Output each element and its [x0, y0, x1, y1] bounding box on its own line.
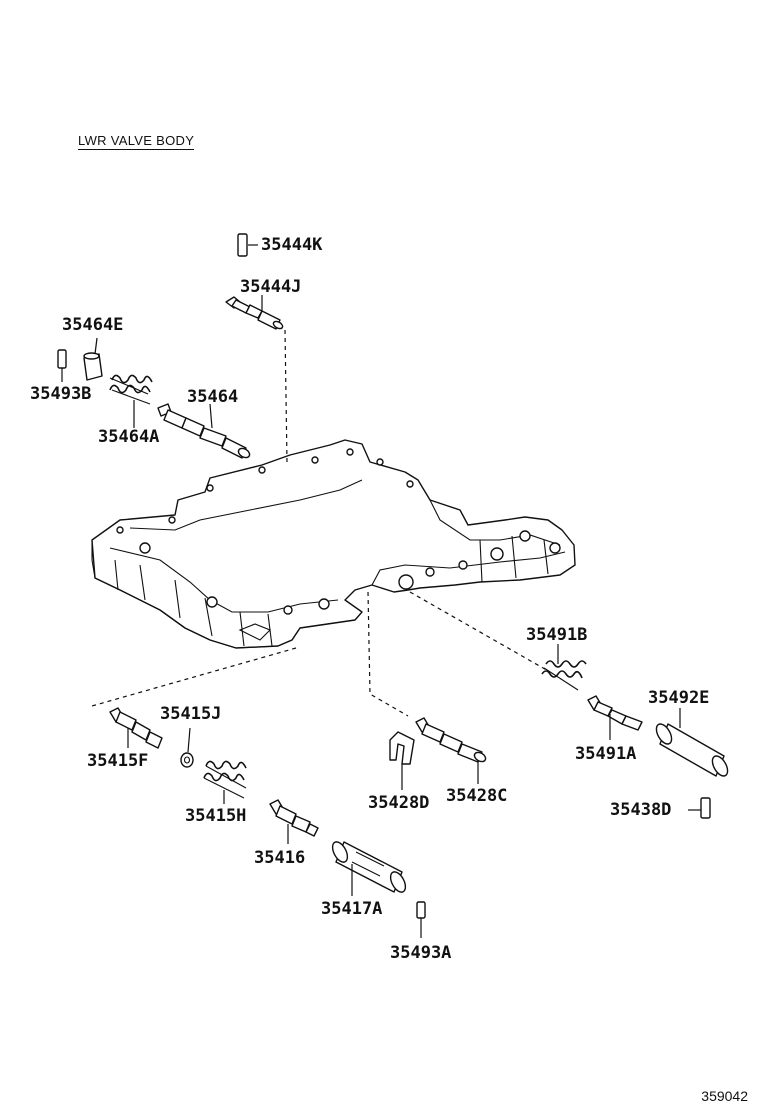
- part-label-35493B[interactable]: 35493B: [30, 384, 92, 404]
- part-35428D-clip: [389, 731, 415, 790]
- part-35464E-plug: [83, 337, 103, 381]
- part-label-35438D[interactable]: 35438D: [610, 800, 672, 820]
- assembly-guide-lines: [91, 329, 551, 717]
- part-label-35491A[interactable]: 35491A: [575, 744, 637, 764]
- part-35444J-valve: [225, 295, 284, 330]
- lower-valve-body-plate: [91, 439, 576, 649]
- part-35416-valve: [269, 799, 319, 844]
- part-35464A-spring: [109, 374, 153, 428]
- part-35417A-sleeve: [331, 841, 407, 896]
- part-label-35464[interactable]: 35464: [187, 387, 239, 407]
- part-35415H-spring: [203, 760, 247, 804]
- part-35444K-pin: [237, 233, 258, 257]
- part-35493A-pin: [416, 901, 426, 938]
- part-35493B-pin: [57, 349, 67, 382]
- part-35491A-valve: [587, 695, 643, 740]
- part-label-35492E[interactable]: 35492E: [648, 688, 710, 708]
- part-label-35415H[interactable]: 35415H: [185, 806, 247, 826]
- part-35415J-ring: [180, 727, 194, 768]
- part-label-35415J[interactable]: 35415J: [160, 704, 222, 724]
- part-label-35493A[interactable]: 35493A: [390, 943, 452, 963]
- part-35438D-pin: [688, 797, 711, 819]
- part-label-35428C[interactable]: 35428C: [446, 786, 508, 806]
- part-label-35417A[interactable]: 35417A: [321, 899, 383, 919]
- part-35428C-valve: [415, 717, 487, 784]
- part-35415F-valve: [109, 707, 163, 749]
- part-label-35444K[interactable]: 35444K: [261, 235, 323, 255]
- part-35464-valve: [157, 403, 251, 459]
- part-35491B-spring: [541, 644, 587, 691]
- figure-id: 359042: [701, 1088, 748, 1104]
- part-label-35491B[interactable]: 35491B: [526, 625, 588, 645]
- part-label-35464E[interactable]: 35464E: [62, 315, 124, 335]
- part-35492E-sleeve: [655, 708, 729, 777]
- part-label-35464A[interactable]: 35464A: [98, 427, 160, 447]
- section-title: LWR VALVE BODY: [78, 133, 195, 150]
- part-label-35415F[interactable]: 35415F: [87, 751, 149, 771]
- part-label-35428D[interactable]: 35428D: [368, 793, 430, 813]
- part-label-35444J[interactable]: 35444J: [240, 277, 302, 297]
- part-label-35416[interactable]: 35416: [254, 848, 306, 868]
